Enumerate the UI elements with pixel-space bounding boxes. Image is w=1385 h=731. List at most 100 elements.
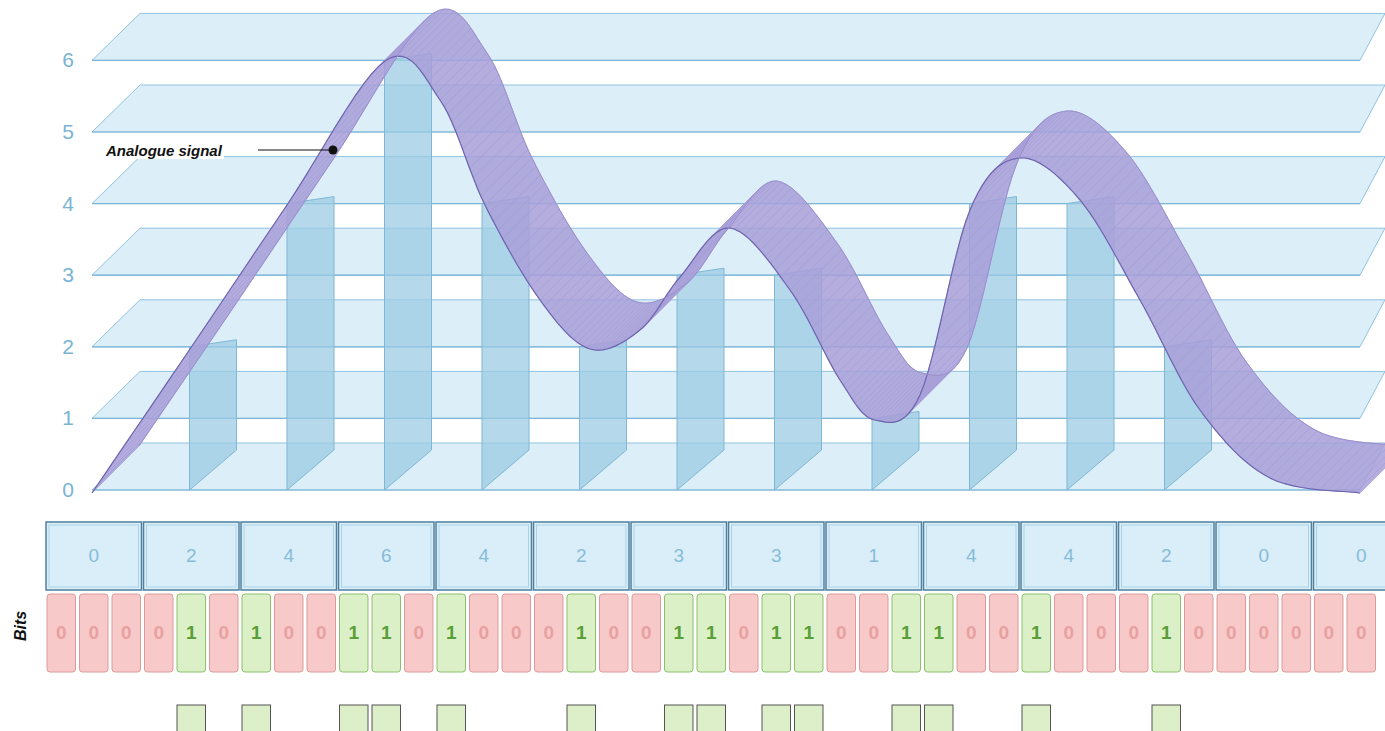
sample-bars [190,53,1212,490]
pulse [925,705,954,731]
ribbon-segment [163,328,219,389]
ribbon-segment [230,230,285,289]
ribbon-segment [182,302,237,361]
axis-number: 4 [53,192,83,216]
bit-value: 0 [45,622,78,644]
bit-value: 1 [663,622,696,644]
callout-label: Analogue signal [104,142,224,159]
bit-value: 1 [890,622,923,644]
pulse [1022,705,1051,731]
bit-value: 0 [825,622,858,644]
level-plane [92,85,1385,132]
sample-value: 0 [1313,545,1385,567]
bit-value: 0 [630,622,663,644]
sample-bar [872,411,919,490]
ribbon-segment [1356,445,1385,493]
level-line [92,131,1360,132]
bit-value: 0 [468,622,501,644]
pulse [665,705,694,731]
pulse [1152,705,1181,731]
ribbon-segment [198,278,253,337]
bit-value: 0 [598,622,631,644]
value-cell [241,522,337,590]
bit-value: 0 [955,622,988,644]
sample-bar [677,268,724,490]
bit-value: 0 [988,622,1021,644]
ribbon-segment [271,170,326,229]
value-cell [534,522,630,590]
ribbon-segment [239,218,294,277]
bit-value: 0 [1053,622,1086,644]
signal-edge [139,9,1385,446]
bit-value: 1 [695,622,728,644]
sample-value: 0 [1215,545,1313,567]
axis-number: 0 [53,478,83,502]
pulse [697,705,726,731]
level-line [92,489,1360,490]
sample-value: 4 [240,545,338,567]
analogue-signal-ribbon [92,9,1385,493]
value-cell [1119,522,1215,590]
sample-bar [287,197,334,490]
bit-value: 0 [305,622,338,644]
pulse [437,705,466,731]
ribbon-segment [214,254,269,313]
value-cell [924,522,1020,590]
ribbon-segment [287,145,342,205]
pulse [762,705,791,731]
pulse [340,705,369,731]
value-cell [1216,522,1312,590]
bit-value: 0 [273,622,306,644]
ribbon-segment [135,369,191,430]
pulse [177,705,206,731]
bit-value: 0 [500,622,533,644]
bit-value: 1 [240,622,273,644]
axis-number: 5 [53,120,83,144]
value-cell [1021,522,1117,590]
bit-value: 1 [1150,622,1183,644]
bit-value: 0 [1085,622,1118,644]
bit-value: 1 [435,622,468,644]
bit-value: 0 [1248,622,1281,644]
bit-value: 0 [143,622,176,644]
ribbon-segment [126,383,182,443]
value-cell [826,522,922,590]
ribbon-segment [154,341,210,402]
bit-value: 0 [728,622,761,644]
bit-value: 0 [208,622,241,644]
ribbon-segment [117,396,172,455]
bit-value: 0 [110,622,143,644]
bit-value: 1 [338,622,371,644]
pulse [892,705,921,731]
sample-value: 3 [630,545,728,567]
ribbon-segment [206,266,261,325]
ribbon-segment [295,132,351,193]
pulse-train [177,705,1181,731]
value-cell [144,522,240,590]
bit-value: 0 [1215,622,1248,644]
axis-number: 6 [53,48,83,72]
bit-value: 1 [1020,622,1053,644]
value-cell [729,522,825,590]
level-line [92,60,1360,61]
bit-value: 1 [175,622,208,644]
ribbon-segment [222,242,277,301]
sample-value: 0 [45,545,143,567]
sample-value: 3 [728,545,826,567]
pulse [567,705,596,731]
level-plane [92,157,1385,204]
sample-value: 6 [338,545,436,567]
pulse [795,705,824,731]
bit-value: 0 [403,622,436,644]
ribbon-segment [263,182,318,241]
ribbon-segment [173,314,229,374]
ribbon-segment [279,158,334,217]
axis-number: 2 [53,335,83,359]
ribbon-segment [970,154,1021,210]
axis-number: 3 [53,263,83,287]
sample-value: 2 [533,545,631,567]
leader-dot [329,146,338,155]
sample-bar [580,340,627,490]
value-cell [339,522,435,590]
